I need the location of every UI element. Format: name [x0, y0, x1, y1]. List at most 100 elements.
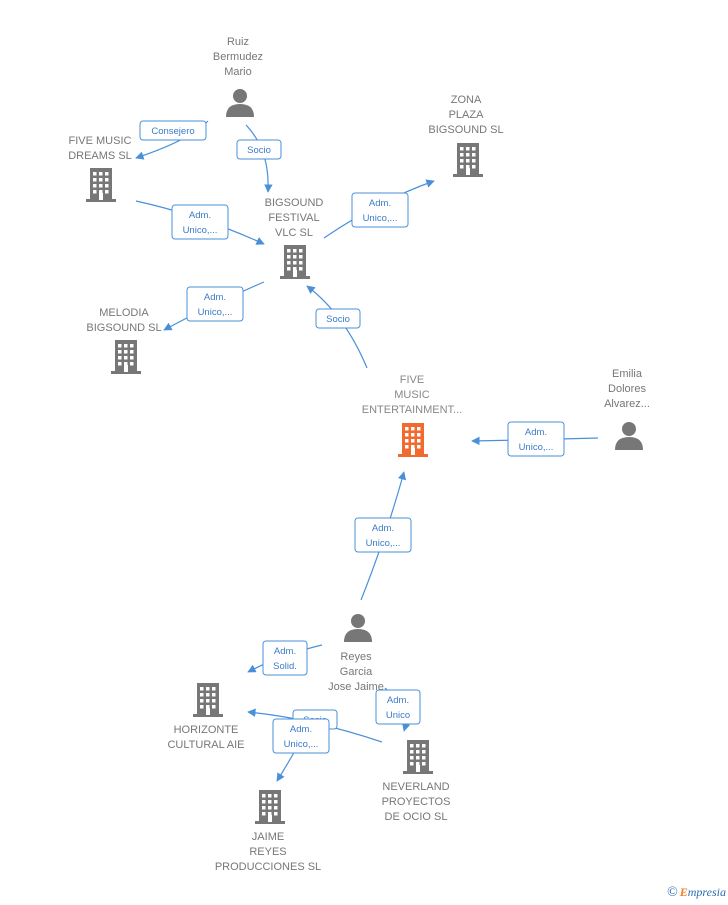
edge-label-text: Adm.	[525, 427, 547, 438]
edge-label-text: Unico,...	[519, 442, 554, 453]
node-bigsound[interactable]: BIGSOUND FESTIVAL VLC SL	[265, 197, 324, 279]
edge-label-text: Adm.	[387, 695, 409, 706]
edge-e9: Adm. Solid.	[247, 640, 323, 676]
node-horizonte[interactable]: HORIZONTE CULTURAL AIE	[167, 683, 245, 751]
node-label-line: REYES	[249, 846, 286, 858]
node-fivedreams[interactable]: FIVE MUSIC DREAMS SL	[68, 135, 132, 202]
edge-label-box[interactable]	[375, 689, 421, 725]
edge-label-text: Unico,...	[183, 225, 218, 236]
edge-label-text: Adm.	[369, 198, 391, 209]
edge-e5: Adm. Unico,...	[163, 281, 265, 331]
person-icon[interactable]	[344, 614, 372, 642]
edge-label-text: Adm.	[372, 523, 394, 534]
building-icon[interactable]	[193, 683, 223, 717]
edge-label-text: Consejero	[151, 126, 194, 137]
node-label-line: PLAZA	[449, 109, 485, 121]
edge-label-text: Unico,...	[284, 739, 319, 750]
edge-label-box[interactable]	[354, 517, 412, 553]
node-label-line: HORIZONTE	[174, 724, 239, 736]
node-label-line: BIGSOUND SL	[86, 322, 161, 334]
person-icon[interactable]	[615, 422, 643, 450]
edge-label-text: Unico,...	[366, 538, 401, 549]
building-icon[interactable]	[403, 740, 433, 774]
node-label-line: BIGSOUND	[265, 197, 324, 209]
node-label-line: DE OCIO SL	[385, 811, 448, 823]
edge-label-box[interactable]	[262, 640, 308, 676]
node-label-line: PROYECTOS	[382, 796, 451, 808]
node-label-line: VLC SL	[275, 227, 313, 239]
edge-label-text: Unico,...	[198, 307, 233, 318]
copyright-symbol: ©	[667, 885, 678, 900]
edge-label-box[interactable]	[171, 204, 229, 240]
node-label-line: JAIME	[252, 831, 284, 843]
edge-e8: Adm. Unico,...	[354, 471, 412, 601]
edge-label-text: Unico,...	[363, 213, 398, 224]
building-icon[interactable]	[86, 168, 116, 202]
node-label-line: FESTIVAL	[268, 212, 319, 224]
edge-label-box[interactable]	[351, 192, 409, 228]
edge-label-box[interactable]	[139, 120, 207, 141]
building-icon[interactable]	[111, 340, 141, 374]
node-label-line: FIVE MUSIC	[69, 135, 132, 147]
node-main[interactable]: FIVE MUSIC ENTERTAINMENT...	[362, 374, 462, 457]
building-icon[interactable]	[255, 790, 285, 824]
edge-label-box[interactable]	[236, 139, 282, 160]
edge-label-box[interactable]	[272, 718, 330, 754]
node-neverland[interactable]: NEVERLAND PROYECTOS DE OCIO SL	[382, 740, 451, 823]
node-label-line: PRODUCCIONES SL	[215, 861, 321, 873]
edge-e6: Socio	[306, 285, 368, 369]
node-label-line: Ruiz	[227, 36, 249, 48]
edge-label-text: Adm.	[189, 210, 211, 221]
node-label-line: NEVERLAND	[382, 781, 449, 793]
node-label-line: Bermudez	[213, 51, 263, 63]
node-emilia[interactable]: EmiliaDoloresAlvarez...	[604, 368, 650, 450]
edge-e1: Consejero	[135, 120, 209, 160]
building-icon[interactable]	[453, 143, 483, 177]
edge-label-text: Unico	[386, 710, 410, 721]
edge-label-text: Socio	[326, 314, 350, 325]
node-label-line: ENTERTAINMENT...	[362, 404, 462, 416]
node-melodia[interactable]: MELODIA BIGSOUND SL	[86, 307, 162, 374]
node-label-line: DREAMS SL	[68, 150, 132, 162]
edge-label-text: Adm.	[290, 724, 312, 735]
node-label-line: FIVE	[400, 374, 424, 386]
node-label-line: BIGSOUND SL	[428, 124, 503, 136]
brand-initial: E	[679, 885, 688, 899]
node-label-line: MUSIC	[394, 389, 430, 401]
edge-label-box[interactable]	[315, 308, 361, 329]
brand-name: mpresia	[687, 885, 726, 899]
node-label-line: Emilia	[612, 368, 643, 380]
edge-label-box[interactable]	[507, 421, 565, 457]
building-icon[interactable]	[398, 423, 428, 457]
edge-e7: Adm. Unico,...	[471, 421, 599, 457]
edge-label-text: Adm.	[274, 646, 296, 657]
node-label-line: Garcia	[340, 666, 373, 678]
edge-label-box[interactable]	[186, 286, 244, 322]
node-label-line: CULTURAL AIE	[167, 739, 244, 751]
edge-e10: Adm. Unico	[375, 687, 421, 732]
node-label-line: Reyes	[340, 651, 372, 663]
edges-layer: ConsejeroSocioAdm.Unico,...Adm.Unico,...…	[135, 120, 599, 782]
node-zona[interactable]: ZONA PLAZA BIGSOUND SL	[428, 94, 504, 177]
edge-e12: Adm. Unico,...	[272, 718, 330, 782]
building-icon[interactable]	[280, 245, 310, 279]
node-label-line: Dolores	[608, 383, 646, 395]
node-label-line: ZONA	[451, 94, 482, 106]
edge-label-text: Adm.	[204, 292, 226, 303]
person-icon[interactable]	[226, 89, 254, 117]
edge-e4: Adm. Unico,...	[323, 179, 435, 239]
node-jaime[interactable]: JAIME REYES PRODUCCIONES SL	[215, 790, 321, 873]
edge-label-text: Solid.	[273, 661, 297, 672]
edge-e3: Adm. Unico,...	[135, 200, 265, 245]
node-label-line: Mario	[224, 66, 252, 78]
node-label-line: Alvarez...	[604, 398, 650, 410]
edge-e2: Socio	[236, 124, 282, 193]
edge-label-text: Socio	[247, 145, 271, 156]
node-label-line: Jose Jaime	[328, 681, 384, 693]
node-label-line: MELODIA	[99, 307, 149, 319]
empresia-logo[interactable]: ©Empresia	[667, 885, 726, 901]
